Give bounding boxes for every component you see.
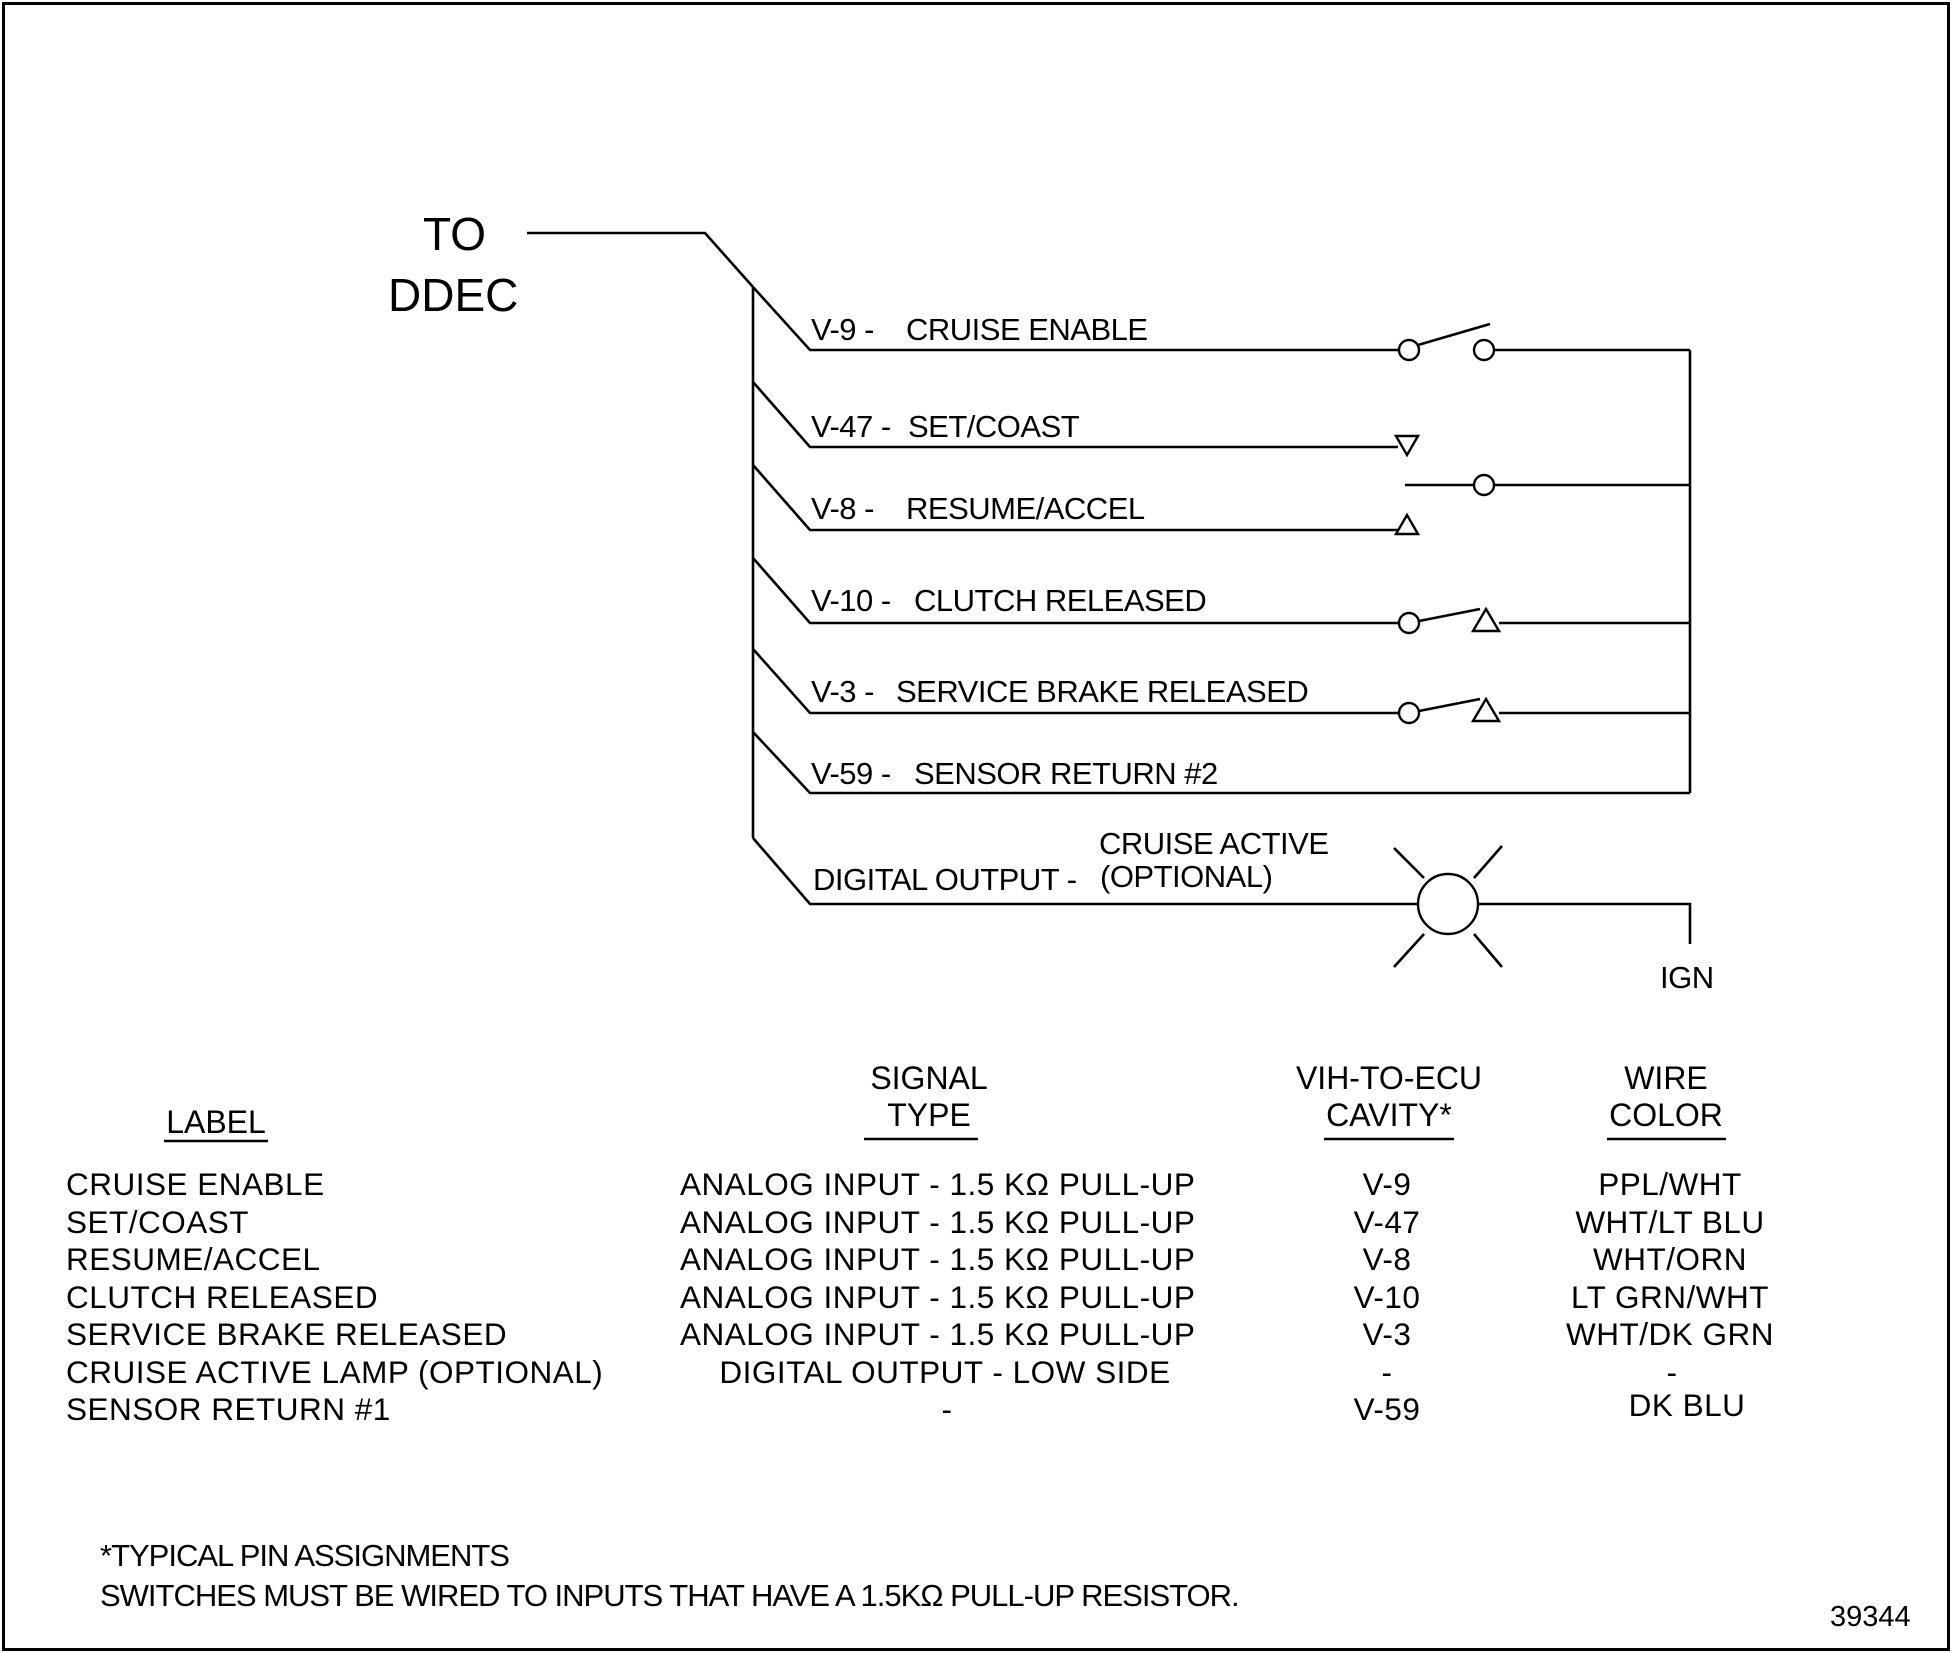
row-signal: DIGITAL OUTPUT - LOW SIDE: [719, 1354, 1170, 1390]
harness-lead: [527, 231, 754, 288]
lamp-label: CRUISE ACTIVE: [1099, 826, 1329, 861]
row-signal: -: [942, 1391, 953, 1427]
table-rows: CRUISE ENABLE ANALOG INPUT - 1.5 KΩ PULL…: [66, 1166, 1774, 1427]
header-label: LABEL: [166, 1104, 266, 1140]
note-pull-up-resistor: SWITCHES MUST BE WIRED TO INPUTS THAT HA…: [100, 1578, 1239, 1613]
wire-pin: V-3 -: [811, 674, 874, 709]
wire-clutch-released: V-10 - CLUTCH RELEASED: [752, 557, 1690, 635]
table-row: SET/COAST ANALOG INPUT - 1.5 KΩ PULL-UP …: [66, 1204, 1764, 1240]
table-row: CLUTCH RELEASED ANALOG INPUT - 1.5 KΩ PU…: [66, 1279, 1769, 1315]
row-label: SERVICE BRAKE RELEASED: [66, 1316, 507, 1352]
row-cavity: V-8: [1363, 1241, 1412, 1277]
row-color: DK BLU: [1629, 1387, 1746, 1423]
row-color: LT GRN/WHT: [1571, 1279, 1769, 1315]
row-color: WHT/DK GRN: [1566, 1316, 1774, 1352]
toggle-switch-icon: [1397, 322, 1496, 362]
wire-function: CLUTCH RELEASED: [914, 583, 1206, 618]
wire-pin: V-8 -: [811, 491, 874, 526]
row-cavity: V-3: [1363, 1316, 1412, 1352]
header-signal: SIGNAL: [870, 1060, 987, 1096]
header-type: TYPE: [887, 1097, 971, 1133]
table-row: RESUME/ACCEL ANALOG INPUT - 1.5 KΩ PULL-…: [66, 1241, 1747, 1277]
row-cavity: V-10: [1354, 1279, 1421, 1315]
row-signal: ANALOG INPUT - 1.5 KΩ PULL-UP: [680, 1279, 1195, 1315]
row-cavity: V-47: [1354, 1204, 1421, 1240]
table-row: SERVICE BRAKE RELEASED ANALOG INPUT - 1.…: [66, 1316, 1774, 1352]
row-label: RESUME/ACCEL: [66, 1241, 321, 1277]
wire-function: SENSOR RETURN #2: [914, 756, 1218, 791]
to-label: TO: [423, 208, 486, 260]
row-color: WHT/LT BLU: [1575, 1204, 1764, 1240]
wire-sensor-return-2: V-59 - SENSOR RETURN #2: [752, 731, 1690, 795]
row-color: -: [1667, 1354, 1678, 1390]
ign-label: IGN: [1660, 960, 1714, 995]
wire-function: CRUISE ENABLE: [906, 312, 1148, 347]
ddec-label: DDEC: [388, 269, 518, 321]
wire-function: SET/COAST: [908, 409, 1080, 444]
wire-pin: V-10 -: [811, 583, 891, 618]
header-cavity: CAVITY*: [1326, 1097, 1452, 1133]
row-cavity: -: [1382, 1354, 1393, 1390]
contact-up-icon: [1393, 512, 1421, 536]
set-resume-common-contact: [1405, 473, 1690, 497]
lamp-label-optional: (OPTIONAL): [1100, 859, 1272, 894]
row-signal: ANALOG INPUT - 1.5 KΩ PULL-UP: [680, 1241, 1195, 1277]
nc-switch-icon: [1397, 696, 1502, 725]
row-signal: ANALOG INPUT - 1.5 KΩ PULL-UP: [680, 1316, 1195, 1352]
row-cavity: V-9: [1363, 1166, 1412, 1202]
nc-switch-icon: [1397, 606, 1502, 635]
table-headers: LABEL SIGNAL TYPE VIH-TO-ECU CAVITY* WIR…: [164, 1060, 1726, 1143]
contact-down-icon: [1393, 434, 1421, 458]
header-vih-to-ecu: VIH-TO-ECU: [1296, 1060, 1482, 1096]
row-signal: ANALOG INPUT - 1.5 KΩ PULL-UP: [680, 1204, 1195, 1240]
wire-function: RESUME/ACCEL: [906, 491, 1145, 526]
wire-cruise-enable: V-9 - CRUISE ENABLE: [752, 286, 1690, 362]
wire-service-brake-released: V-3 - SERVICE BRAKE RELEASED: [752, 648, 1690, 725]
table-row: CRUISE ENABLE ANALOG INPUT - 1.5 KΩ PULL…: [66, 1166, 1742, 1202]
wire-pin: V-59 -: [811, 756, 891, 791]
row-cavity: V-59: [1354, 1391, 1421, 1427]
lamp-icon: [1393, 845, 1503, 968]
wire-function: SERVICE BRAKE RELEASED: [896, 674, 1308, 709]
row-color: WHT/ORN: [1593, 1241, 1747, 1277]
row-label: CRUISE ACTIVE LAMP (OPTIONAL): [66, 1354, 603, 1390]
header-wire: WIRE: [1624, 1060, 1708, 1096]
wire-digital-output: DIGITAL OUTPUT - CRUISE ACTIVE (OPTIONAL…: [752, 826, 1714, 995]
header-color: COLOR: [1609, 1097, 1723, 1133]
wire-set-coast: V-47 - SET/COAST: [752, 381, 1421, 458]
table-row: CRUISE ACTIVE LAMP (OPTIONAL) DIGITAL OU…: [66, 1354, 1678, 1390]
note-typical-pin-assignments: *TYPICAL PIN ASSIGNMENTS: [100, 1538, 509, 1573]
figure-number: 39344: [1830, 1601, 1911, 1633]
row-label: CLUTCH RELEASED: [66, 1279, 378, 1315]
wire-pin: V-9 -: [811, 312, 874, 347]
row-label: SENSOR RETURN #1: [66, 1391, 391, 1427]
wire-resume-accel: V-8 - RESUME/ACCEL: [752, 464, 1421, 536]
row-label: CRUISE ENABLE: [66, 1166, 325, 1202]
digital-output-label: DIGITAL OUTPUT -: [813, 862, 1077, 897]
row-signal: ANALOG INPUT - 1.5 KΩ PULL-UP: [680, 1166, 1195, 1202]
wire-pin: V-47 -: [811, 409, 891, 444]
table-row: SENSOR RETURN #1 - V-59 DK BLU: [66, 1387, 1745, 1427]
row-color: PPL/WHT: [1598, 1166, 1742, 1202]
row-label: SET/COAST: [66, 1204, 249, 1240]
